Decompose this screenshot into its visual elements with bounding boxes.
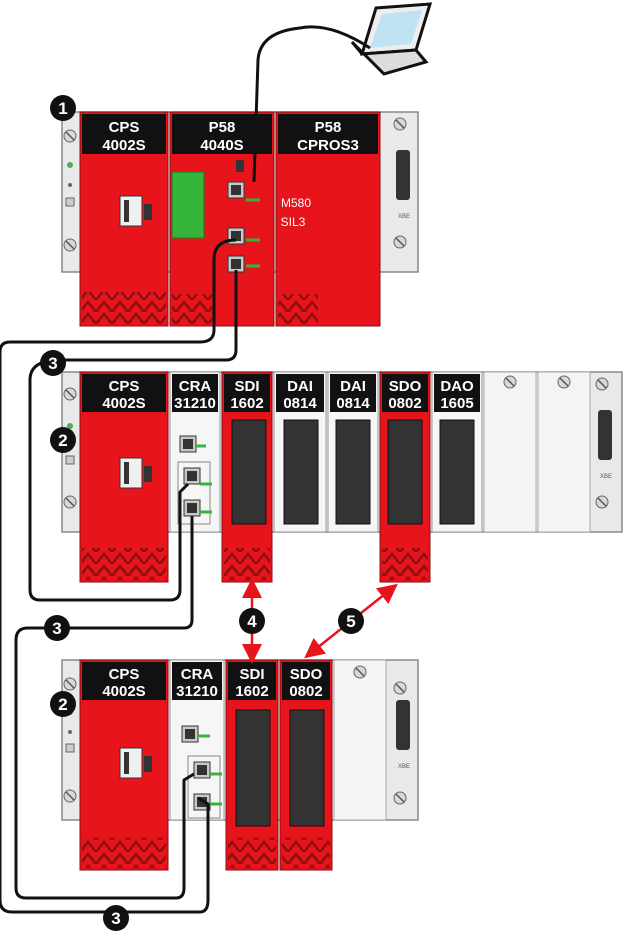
svg-text:CPS: CPS xyxy=(109,378,140,395)
svg-text:P58: P58 xyxy=(209,119,236,136)
svg-text:DAI: DAI xyxy=(340,378,366,395)
svg-text:31210: 31210 xyxy=(176,683,218,700)
rack-3: XBE CPS 4002S CRA 31210 xyxy=(61,659,419,871)
ethernet-port[interactable] xyxy=(183,499,201,517)
callout-2: 2 xyxy=(50,427,76,453)
rack-2: XBE CPS 4002S CRA 31210 xyxy=(61,371,623,583)
bus-label: XBE xyxy=(398,764,410,770)
module-cpu-p58-4040s[interactable]: P58 4040S xyxy=(169,111,275,327)
svg-text:CRA: CRA xyxy=(179,378,212,395)
svg-text:1605: 1605 xyxy=(440,395,473,412)
svg-text:2: 2 xyxy=(58,431,67,450)
svg-text:4002S: 4002S xyxy=(102,395,145,412)
svg-text:3: 3 xyxy=(52,619,61,638)
callout-5: 5 xyxy=(338,608,364,634)
svg-text:DAI: DAI xyxy=(287,378,313,395)
ethernet-port[interactable] xyxy=(193,761,211,779)
svg-text:3: 3 xyxy=(111,909,120,928)
svg-text:4: 4 xyxy=(247,612,257,631)
svg-text:CPROS3: CPROS3 xyxy=(297,137,359,154)
module-cra-31210[interactable]: CRA 31210 xyxy=(169,371,221,533)
svg-text:SDO: SDO xyxy=(389,378,422,395)
callout-3: 3 xyxy=(44,615,70,641)
laptop-icon xyxy=(350,2,433,76)
svg-text:4002S: 4002S xyxy=(102,683,145,700)
ethernet-port[interactable] xyxy=(227,255,245,273)
svg-text:CPS: CPS xyxy=(109,666,140,683)
svg-text:3: 3 xyxy=(48,354,57,373)
svg-text:0802: 0802 xyxy=(289,683,322,700)
svg-text:31210: 31210 xyxy=(174,395,216,412)
svg-text:DAO: DAO xyxy=(440,378,474,395)
cpu-model-text: M580 xyxy=(281,196,311,210)
svg-text:P58: P58 xyxy=(315,119,342,136)
svg-text:5: 5 xyxy=(346,612,355,631)
cpu-sil-text: SIL3 xyxy=(281,215,306,229)
module-cps-4002s[interactable]: CPS 4002S xyxy=(79,371,169,583)
module-cps-4002s[interactable]: CPS 4002S xyxy=(79,659,169,871)
svg-text:SDI: SDI xyxy=(239,666,264,683)
svg-text:SDO: SDO xyxy=(290,666,323,683)
svg-text:CRA: CRA xyxy=(181,666,214,683)
svg-text:1: 1 xyxy=(58,99,67,118)
ethernet-port[interactable] xyxy=(227,181,245,199)
svg-text:0814: 0814 xyxy=(283,395,317,412)
ethernet-port[interactable] xyxy=(183,467,201,485)
rack-1: XBE CPS 4002S P58 4040S xyxy=(61,111,419,327)
svg-text:1602: 1602 xyxy=(235,683,268,700)
module-dai-0814[interactable]: DAI 0814 xyxy=(273,371,327,533)
module-sdo-0802[interactable]: SDO 0802 xyxy=(279,659,333,871)
svg-text:2: 2 xyxy=(58,695,67,714)
module-sdo-0802[interactable]: SDO 0802 xyxy=(379,371,431,583)
ethernet-cables xyxy=(0,25,371,914)
module-dao-1605[interactable]: DAO 1605 xyxy=(431,371,483,533)
module-cra-31210[interactable]: CRA 31210 xyxy=(169,659,225,821)
module-p58-cpros3[interactable]: P58 CPROS3 M580 SIL3 xyxy=(275,111,381,327)
bus-label: XBE xyxy=(398,214,410,220)
svg-text:0814: 0814 xyxy=(336,395,370,412)
callout-1: 1 xyxy=(50,95,76,121)
callout-3: 3 xyxy=(103,905,129,931)
bus-label: XBE xyxy=(600,474,612,480)
module-sdi-1602[interactable]: SDI 1602 xyxy=(225,659,279,871)
svg-text:CPS: CPS xyxy=(109,119,140,136)
callout-3: 3 xyxy=(40,350,66,376)
module-cps-4002s[interactable]: CPS 4002S xyxy=(79,111,169,327)
module-dai-0814[interactable]: DAI 0814 xyxy=(327,371,379,533)
safety-links xyxy=(242,578,398,664)
svg-text:1602: 1602 xyxy=(230,395,263,412)
svg-text:SDI: SDI xyxy=(234,378,259,395)
callout-4: 4 xyxy=(239,608,265,634)
svg-text:0802: 0802 xyxy=(388,395,421,412)
ethernet-port[interactable] xyxy=(181,725,199,743)
svg-text:4040S: 4040S xyxy=(200,137,243,154)
svg-text:4002S: 4002S xyxy=(102,137,145,154)
ethernet-port[interactable] xyxy=(179,435,197,453)
callout-2: 2 xyxy=(50,691,76,717)
module-sdi-1602[interactable]: SDI 1602 xyxy=(221,371,273,583)
